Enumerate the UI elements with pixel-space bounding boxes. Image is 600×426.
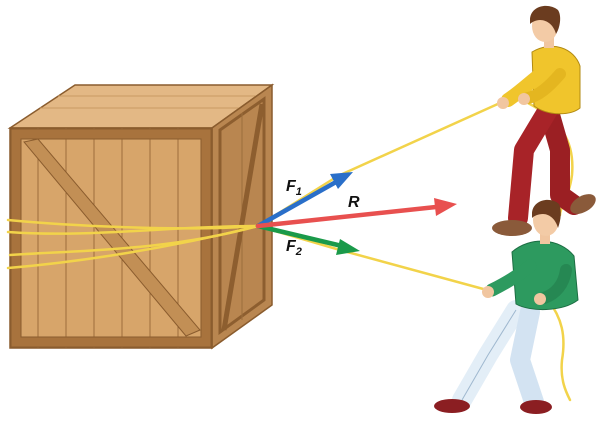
wooden-crate [7,83,275,350]
force-vector-f2 [255,223,360,255]
resultant-vector-r [255,198,457,229]
man-pulling-bottom [434,199,579,414]
label-f2: F2 [286,238,302,258]
label-f1: F1 [286,178,302,198]
label-r: R [348,194,360,211]
man-pulling-top [492,5,596,236]
force-vector-f1 [255,172,353,229]
